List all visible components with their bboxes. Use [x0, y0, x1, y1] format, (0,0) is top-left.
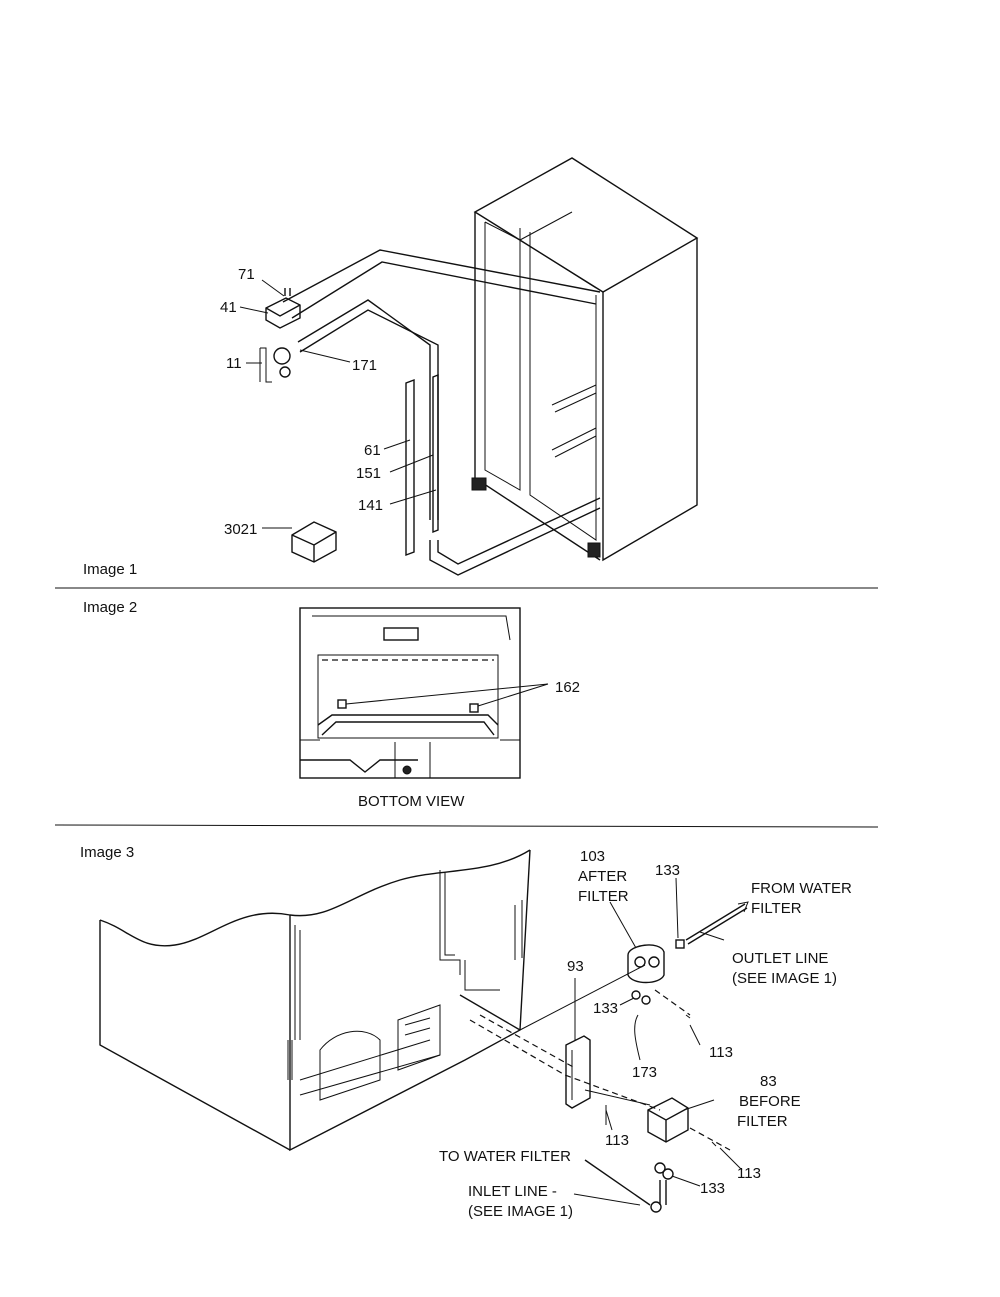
label-to-water-filter: TO WATER FILTER	[439, 1148, 571, 1165]
callout-113-right: 113	[709, 1044, 733, 1061]
label-filter-before: FILTER	[737, 1113, 788, 1130]
label-inlet-line: INLET LINE -	[468, 1183, 557, 1200]
callout-83: 83	[760, 1073, 777, 1090]
cabinet-rear-corner	[99, 849, 531, 1152]
callout-162-leader	[345, 683, 549, 707]
parts-kit-box	[291, 521, 337, 563]
mounting-bracket	[565, 1035, 591, 1109]
callout-3021: 3021	[224, 521, 257, 538]
image1-leaders	[239, 279, 437, 529]
callout-113-bracket: 113	[605, 1132, 629, 1149]
valve-assembly	[265, 288, 301, 378]
callout-151: 151	[356, 465, 381, 482]
image3-panel: Image 3	[80, 844, 852, 1220]
label-after: AFTER	[578, 868, 627, 885]
callout-133-mid: 133	[593, 1000, 618, 1017]
label-see-image1-inlet: (SEE IMAGE 1)	[468, 1203, 573, 1220]
bottom-view-drawing	[299, 607, 521, 779]
image3-leaders	[573, 877, 743, 1206]
callout-11: 11	[226, 355, 242, 372]
callout-71: 71	[238, 266, 255, 283]
image2-panel: Image 2 162 BOTTOM VIEW	[83, 599, 580, 810]
callout-41: 41	[220, 299, 237, 316]
label-filter-from: FILTER	[751, 900, 802, 917]
callout-141: 141	[358, 497, 383, 514]
label-filter-after: FILTER	[578, 888, 629, 905]
water-line-tubing	[282, 249, 601, 576]
valve-before-filter	[584, 1097, 731, 1213]
filter-water-lines	[469, 964, 661, 1111]
bottom-view-caption: BOTTOM VIEW	[358, 793, 465, 810]
seal-strips	[405, 373, 439, 557]
callout-133-top: 133	[655, 862, 680, 879]
screws	[605, 1014, 717, 1147]
label-from-water: FROM WATER	[751, 880, 852, 897]
label-outlet-line: OUTLET LINE	[732, 950, 828, 967]
callout-61: 61	[364, 442, 381, 459]
refrigerator-cabinet	[471, 157, 699, 562]
callout-173: 173	[632, 1064, 657, 1081]
valve-after-filter	[627, 901, 749, 1016]
callout-133-lower: 133	[700, 1180, 725, 1197]
label-before: BEFORE	[739, 1093, 801, 1110]
section-divider	[54, 824, 879, 828]
callout-103: 103	[580, 848, 605, 865]
callout-162: 162	[555, 679, 580, 696]
callout-113-lower: 113	[737, 1165, 761, 1182]
section-label-image2: Image 2	[83, 599, 137, 616]
section-label-image3: Image 3	[80, 844, 134, 861]
label-see-image1-outlet: (SEE IMAGE 1)	[732, 970, 837, 987]
section-label-image1: Image 1	[83, 561, 137, 578]
callout-171: 171	[352, 357, 377, 374]
callout-93: 93	[567, 958, 584, 975]
image1-panel: 71 41 11 171 61 151 141 3021 Image 1	[83, 157, 699, 578]
